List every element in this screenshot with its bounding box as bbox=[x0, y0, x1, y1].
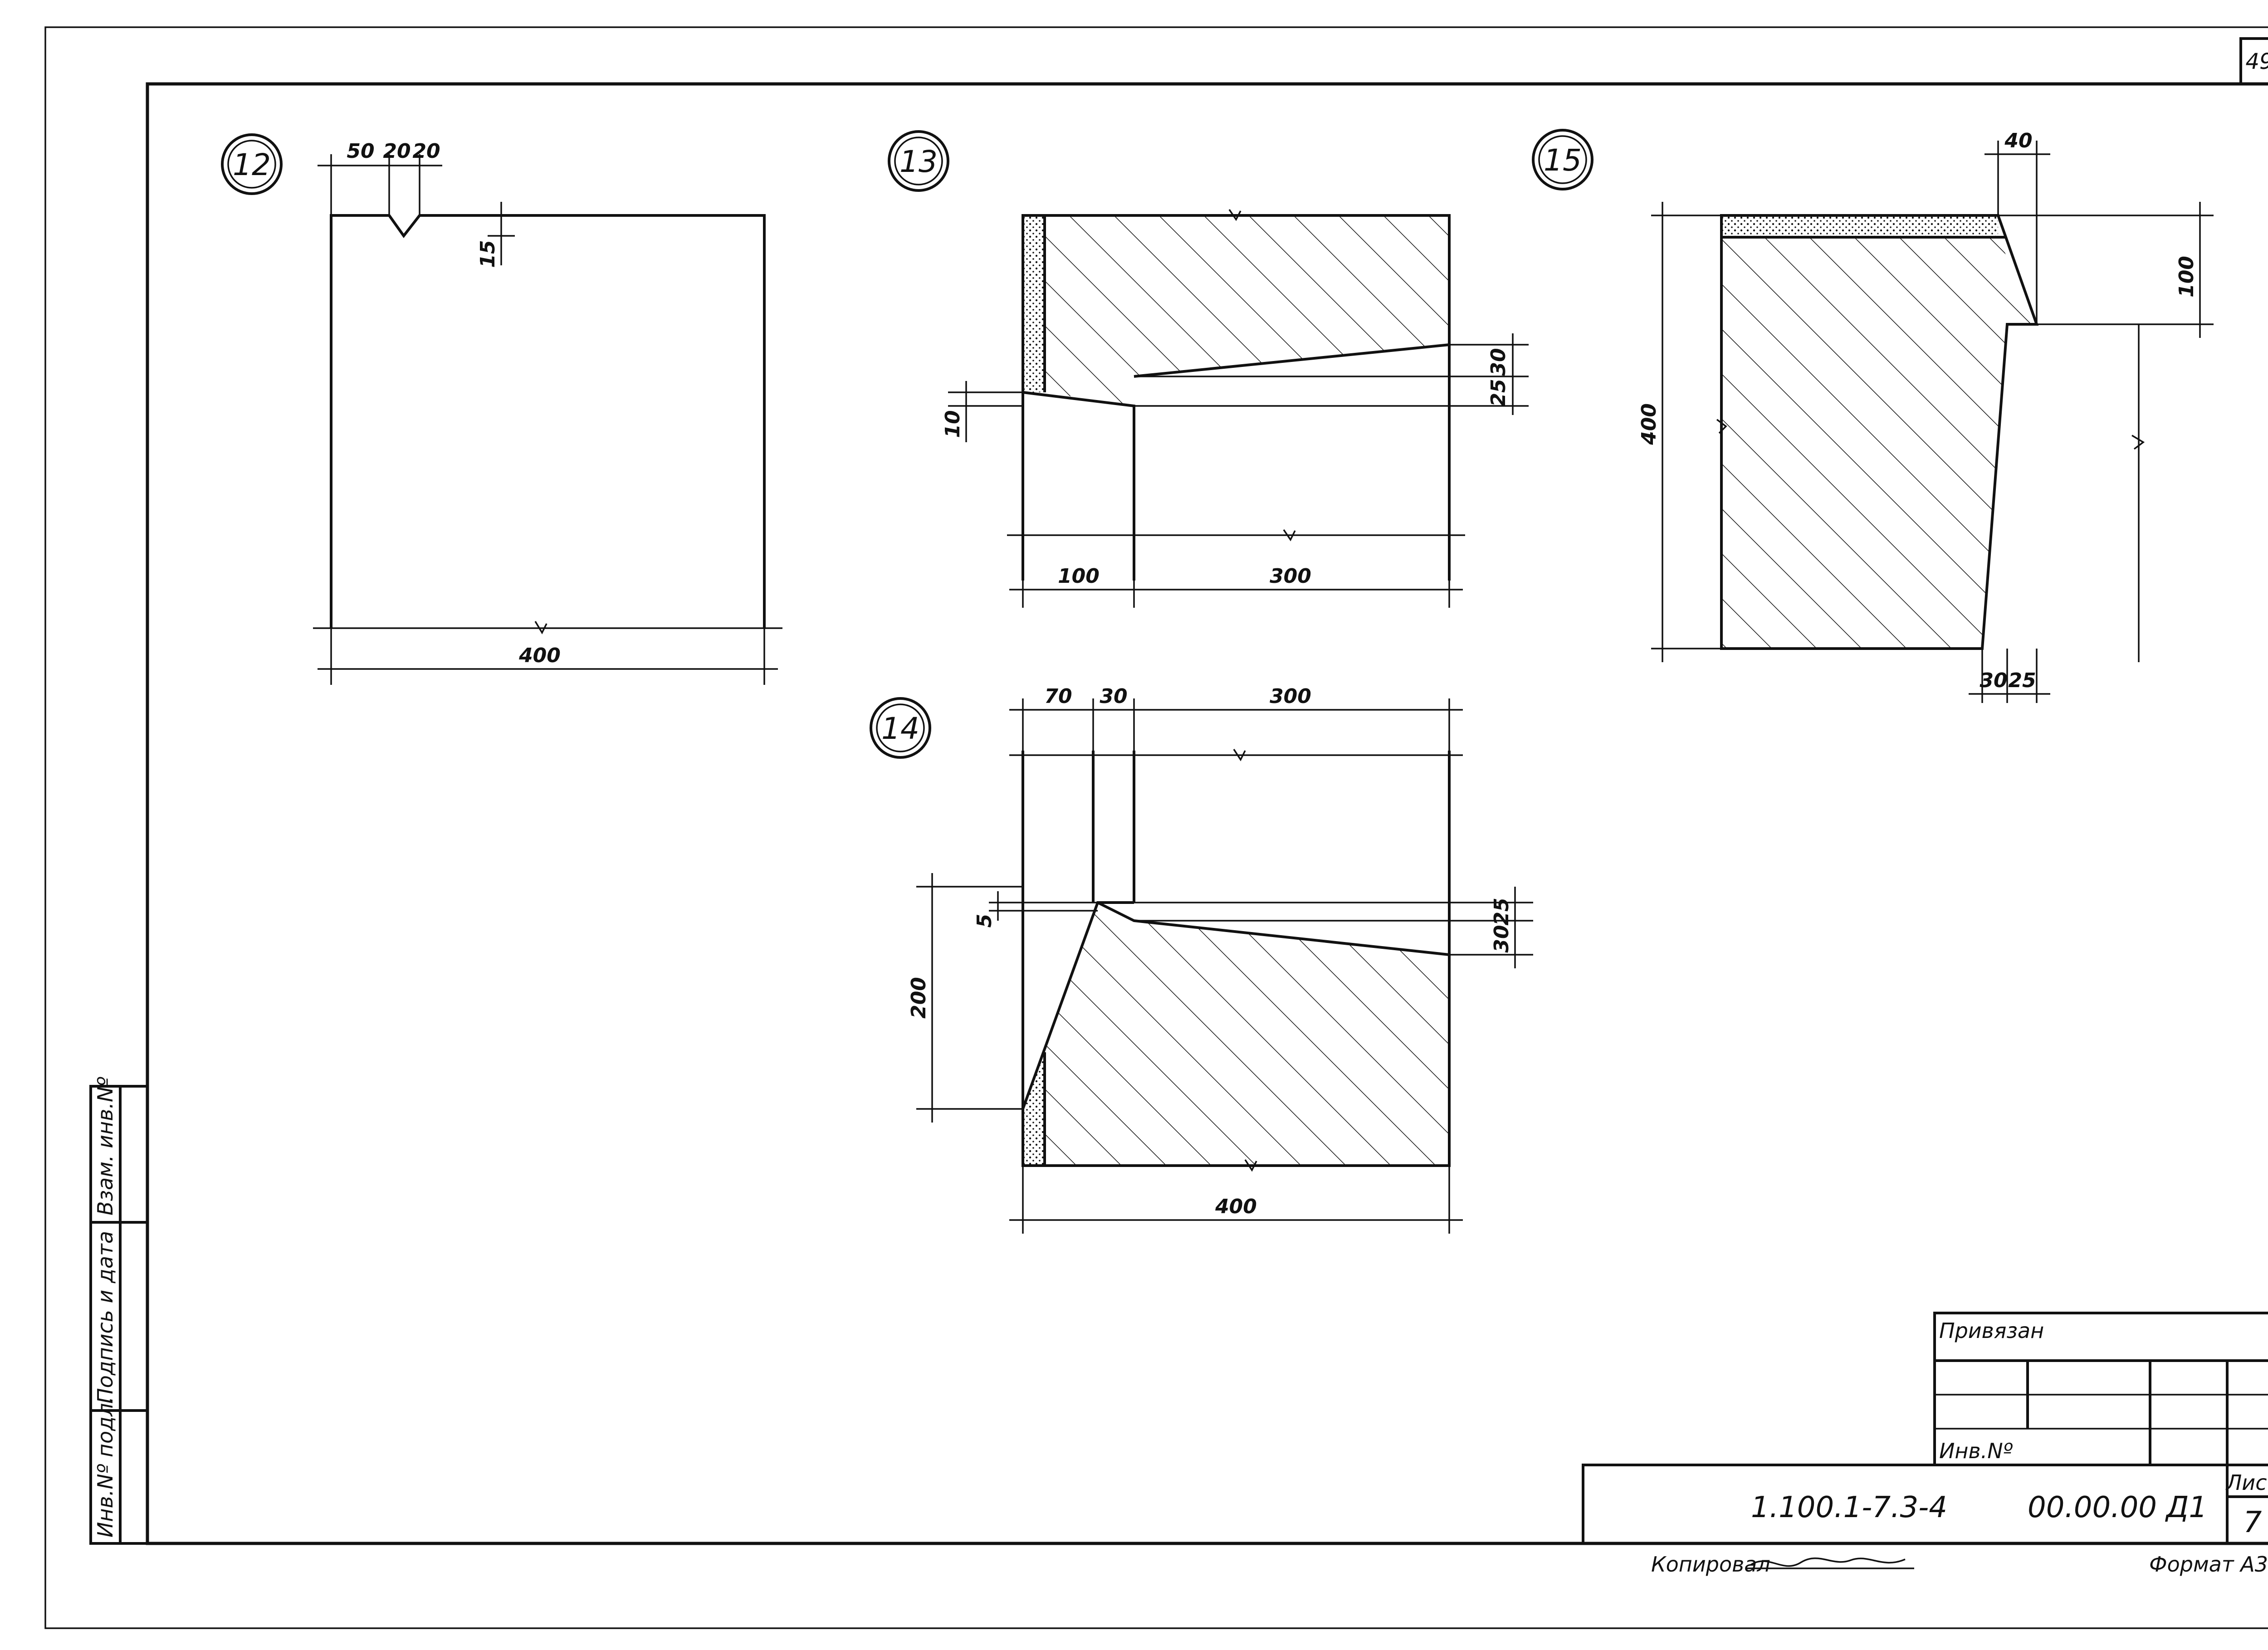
detail-13-hatched-section bbox=[1045, 215, 1449, 406]
inv-label: Инв.Nº bbox=[1939, 1439, 2013, 1463]
sheet-number: 49 bbox=[2245, 49, 2268, 74]
detail-14-dim-300: 300 bbox=[1270, 685, 1311, 708]
detail-13-dim-300: 300 bbox=[1270, 565, 1311, 588]
bound-label: Привязан bbox=[1939, 1318, 2044, 1343]
detail-15-number: 15 bbox=[1544, 143, 1582, 178]
side-podpis-label: Подпись и дата bbox=[93, 1231, 117, 1404]
detail-14-dim-30: 30 bbox=[1490, 925, 1513, 952]
detail-15-dim-100: 100 bbox=[2175, 256, 2198, 298]
detail-13-dim-100: 100 bbox=[1058, 565, 1100, 588]
inner-frame bbox=[146, 82, 2268, 1545]
detail-13-dim-10: 10 bbox=[941, 410, 964, 438]
detail-13-insulation bbox=[1023, 215, 1045, 392]
detail-14-dim-5: 5 bbox=[973, 914, 996, 928]
format-label: Формат А3 bbox=[2149, 1552, 2268, 1577]
detail-12-number: 12 bbox=[233, 147, 271, 182]
copied-label: Копировал bbox=[1651, 1552, 1770, 1577]
sheet-label: Лист bbox=[2225, 1470, 2268, 1495]
detail-14-dim-25: 25 bbox=[1490, 898, 1513, 925]
side-vzam-label: Взам. инв.Nº bbox=[93, 1077, 117, 1216]
detail-14-number: 14 bbox=[881, 711, 919, 746]
detail-14-dim-70: 70 bbox=[1044, 685, 1072, 708]
detail-15-insulation bbox=[1721, 215, 1998, 237]
copier-signature bbox=[1750, 1557, 1906, 1567]
detail-15: 15 400 40 100 30 25 bbox=[1532, 129, 2214, 703]
detail-14-hatched-section bbox=[1045, 903, 1449, 1166]
detail-15-dim-25: 25 bbox=[2008, 669, 2036, 692]
detail-13-number: 13 bbox=[899, 144, 938, 179]
detail-12-dim-20b: 20 bbox=[412, 140, 440, 163]
detail-14-dim-400: 400 bbox=[1215, 1195, 1257, 1218]
detail-13-dim-25: 25 bbox=[1487, 379, 1510, 406]
detail-14-insulation bbox=[1023, 1052, 1045, 1166]
detail-13: 13 30 25 10 100 300 bbox=[888, 130, 1529, 608]
detail-12-dim-15: 15 bbox=[476, 240, 499, 268]
drawing-code: 1.100.1-7.3-4 bbox=[1751, 1491, 1947, 1524]
side-stamp: Взам. инв.Nº Подпись и дата Инв.Nº подл. bbox=[89, 1077, 149, 1545]
detail-14-dim-30b: 30 bbox=[1100, 685, 1127, 708]
detail-12-outline bbox=[330, 214, 766, 628]
sheet-number-box bbox=[2239, 37, 2268, 85]
detail-15-dim-30: 30 bbox=[1980, 669, 2007, 692]
detail-14-dim-200: 200 bbox=[907, 977, 930, 1019]
side-inv-podl-label: Инв.Nº подл. bbox=[93, 1396, 117, 1538]
detail-12-dim-50: 50 bbox=[347, 140, 374, 163]
detail-15-dim-40: 40 bbox=[2004, 129, 2032, 152]
detail-13-dim-30: 30 bbox=[1487, 348, 1510, 376]
detail-12: 12 50 20 20 15 400 bbox=[221, 133, 782, 685]
doc-number: 00.00.00 Д1 bbox=[2028, 1491, 2207, 1524]
sheet-value: 7 bbox=[2244, 1506, 2262, 1539]
outer-border bbox=[44, 26, 2268, 1629]
detail-12-dim-400: 400 bbox=[518, 644, 561, 667]
detail-14: 14 25 30 5 200 70 30 300 bbox=[870, 685, 1533, 1234]
detail-15-dim-400: 400 bbox=[1637, 403, 1661, 445]
detail-12-dim-20a: 20 bbox=[383, 140, 411, 163]
title-block: Привязан Инв.Nº 1.100.1-7.3-4 00.00.00 Д… bbox=[1582, 1312, 2268, 1577]
detail-15-hatched-section bbox=[1721, 237, 2037, 649]
